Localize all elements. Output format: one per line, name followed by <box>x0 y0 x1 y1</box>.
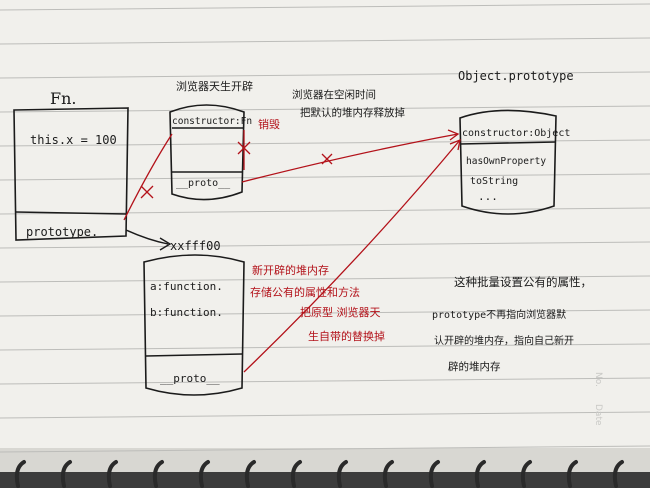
object-prototype-item-1: hasOwnProperty <box>466 156 546 167</box>
fn-box <box>13 107 129 241</box>
fn-box-body: this.x = 100 <box>30 133 117 147</box>
new-heap-footer-line <box>145 353 243 357</box>
rule-line <box>0 411 650 419</box>
summary-note-line-2: prototype不再指向浏览器默 <box>432 308 566 321</box>
spiral-ring <box>198 460 210 488</box>
paper-date-label: Date <box>593 404 603 426</box>
cross-mark-icon <box>140 185 154 199</box>
spiral-ring <box>152 460 164 488</box>
desk-bottom <box>0 472 650 488</box>
object-prototype-header-line <box>459 141 557 145</box>
spiral-ring <box>336 460 348 488</box>
arrow-head-icon <box>159 237 172 251</box>
fn-prototype-outline <box>169 104 245 201</box>
replace-note-line-2: 生自带的替换掉 <box>308 329 385 343</box>
object-prototype-header: constructor:Object <box>462 128 570 139</box>
fn-box-footer: prototype. <box>26 225 98 239</box>
rule-line <box>0 445 650 453</box>
spiral-ring <box>566 460 578 488</box>
spiral-ring <box>14 460 26 488</box>
idle-note-line-1: 浏览器在空闲时间 <box>292 88 376 101</box>
spiral-binding <box>14 460 624 488</box>
spiral-ring <box>290 460 302 488</box>
rule-line <box>0 241 650 249</box>
new-heap-note-line-2: 存储公有的属性和方法 <box>250 285 360 299</box>
new-proto-to-object-link <box>243 139 461 373</box>
spiral-ring <box>60 460 72 488</box>
object-prototype-ellipsis: ... <box>478 190 498 203</box>
fn-prototype-footer: __proto__ <box>176 178 231 189</box>
spiral-ring <box>382 460 394 488</box>
rule-line <box>0 173 650 181</box>
fn-box-outline <box>13 107 129 241</box>
replace-note-line-1: 把原型 浏览器天 <box>300 305 381 319</box>
cross-mark-icon <box>237 141 251 155</box>
new-heap-box <box>143 254 245 396</box>
spiral-ring <box>612 460 624 488</box>
spiral-ring <box>244 460 256 488</box>
cross-mark-icon <box>321 153 333 165</box>
rule-line <box>0 309 650 317</box>
red-annotations <box>123 129 461 373</box>
rule-line <box>0 71 650 79</box>
rule-line <box>0 3 650 11</box>
destroyed-note: 销毁 <box>258 117 280 131</box>
summary-note-line-3: 认开辟的堆内存，指向自己新开 <box>434 334 574 347</box>
rule-line <box>0 275 650 283</box>
fn-prototype-caption: 浏览器天生开辟 <box>176 79 253 93</box>
arrow-head-icon <box>449 138 461 151</box>
fn-prototype-box <box>169 104 245 201</box>
summary-note-line-1: 这种批量设置公有的属性， <box>454 275 592 289</box>
summary-note-line-4: 辟的堆内存 <box>448 360 501 373</box>
spiral-ring <box>474 460 486 488</box>
prototype-to-heap-arrow <box>125 229 172 251</box>
object-prototype-caption: Object.prototype <box>458 69 574 83</box>
fn-box-divider <box>15 211 127 215</box>
paper-no-label: No. <box>593 372 603 387</box>
new-heap-item-1: a:function. <box>150 280 223 293</box>
object-prototype-outline <box>459 109 557 215</box>
idle-note-line-2: 把默认的堆内存释放掉 <box>300 106 405 119</box>
new-heap-label: xxfff00 <box>170 239 221 253</box>
rule-line <box>0 37 650 45</box>
prototype-to-heap-line <box>125 229 169 245</box>
spiral-ring <box>106 460 118 488</box>
fn-prototype-header: constructor:Fn <box>172 116 252 127</box>
old-prototype-link <box>123 133 173 221</box>
rule-line <box>0 377 650 385</box>
new-heap-outline <box>143 254 245 396</box>
arrow-head-icon <box>447 129 460 141</box>
object-prototype-box <box>459 109 557 215</box>
new-heap-item-2: b:function. <box>150 306 223 319</box>
rule-line <box>0 105 650 113</box>
rule-line <box>0 139 650 147</box>
rule-line <box>0 343 650 351</box>
object-prototype-item-2: toString <box>470 176 518 187</box>
fn-box-title: Fn. <box>50 89 77 108</box>
old-proto-to-object-link <box>241 133 459 183</box>
new-heap-note-line-1: 新开辟的堆内存 <box>252 263 329 277</box>
new-heap-footer: __proto__ <box>160 372 220 385</box>
spiral-ring <box>428 460 440 488</box>
spiral-ring <box>520 460 532 488</box>
